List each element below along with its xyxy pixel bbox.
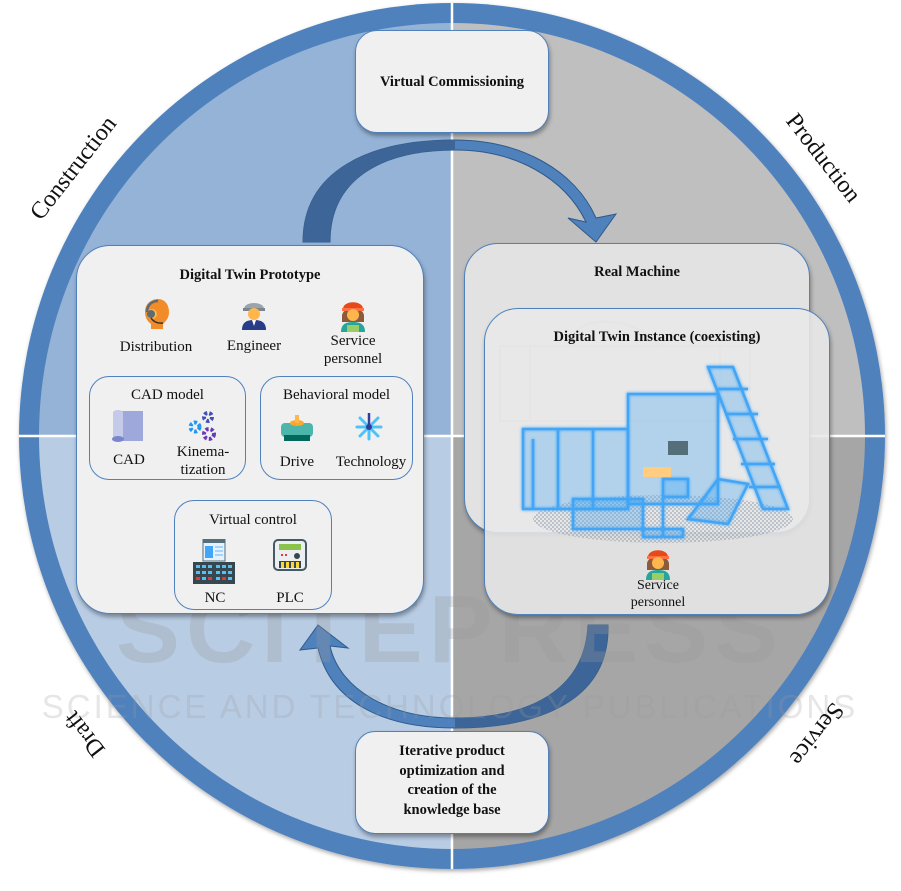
digital-twin-prototype-box: Digital Twin Prototype Distribution Engi… xyxy=(76,245,424,614)
behavioral-model-box: Behavioral model Drive Technology xyxy=(260,376,413,480)
service-worker-icon xyxy=(646,550,670,580)
arrow-to-draft-shade xyxy=(455,625,609,728)
role-label-service-line2: personnel xyxy=(323,351,383,367)
iterative-line-4: knowledge base xyxy=(403,801,501,818)
instance-role-line1: Service xyxy=(637,578,679,593)
iterative-line-2: optimization and xyxy=(399,762,505,779)
cad-model-title: CAD model xyxy=(131,387,204,403)
watermark-sub: SCIENCE AND TECHNOLOGY PUBLICATIONS xyxy=(42,688,859,725)
engineer-icon xyxy=(242,303,266,330)
virtual-control-box: Virtual control NC xyxy=(174,500,332,610)
virtual-commissioning-box: Virtual Commissioning xyxy=(355,30,549,133)
role-label-service-line1: Service xyxy=(330,333,376,349)
blueprint-roll-icon xyxy=(112,410,143,442)
role-label-distribution: Distribution xyxy=(119,339,193,355)
iterative-optimization-box: Iterative product optimization and creat… xyxy=(355,731,549,834)
plc-controller-icon xyxy=(273,539,307,571)
virtual-commissioning-title: Virtual Commissioning xyxy=(379,74,525,90)
iterative-optimization-text: Iterative product optimization and creat… xyxy=(356,742,548,820)
technology-label: Technology xyxy=(335,454,407,470)
cad-model-box: CAD model CAD Kinema-tization xyxy=(89,376,246,480)
arrow-to-production-shade xyxy=(303,140,455,242)
nc-terminal-icon xyxy=(193,539,235,584)
kinematization-line2: tization xyxy=(180,462,226,478)
drive-label: Drive xyxy=(279,454,315,470)
digital-twin-instance-box: Digital Twin Instance (coexisting) xyxy=(484,308,830,615)
drive-motor-icon xyxy=(281,415,313,441)
role-label-service: Service personnel xyxy=(313,332,393,368)
kinematization-line1: Kinema- xyxy=(176,444,230,460)
cad-label: CAD xyxy=(113,452,145,468)
instance-role-line2: personnel xyxy=(630,594,686,610)
plc-label: PLC xyxy=(276,590,304,606)
laser-spark-icon xyxy=(355,413,383,441)
real-machine-title: Real Machine xyxy=(594,264,680,280)
iterative-line-3: creation of the xyxy=(407,782,497,798)
prototype-title: Digital Twin Prototype xyxy=(179,267,321,283)
call-center-agent-icon xyxy=(145,299,169,329)
virtual-control-title: Virtual control xyxy=(209,512,297,528)
gears-icon xyxy=(188,411,216,441)
behavioral-model-title: Behavioral model xyxy=(282,387,391,403)
nc-label: NC xyxy=(204,590,226,606)
iterative-line-1: Iterative product xyxy=(399,743,505,759)
instance-title: Digital Twin Instance (coexisting) xyxy=(553,329,761,345)
role-label-engineer: Engineer xyxy=(226,338,282,354)
service-worker-icon xyxy=(341,302,365,332)
digital-twin-machine-wireframe-icon xyxy=(521,365,793,543)
kinematization-label: Kinema-tization xyxy=(168,443,238,479)
